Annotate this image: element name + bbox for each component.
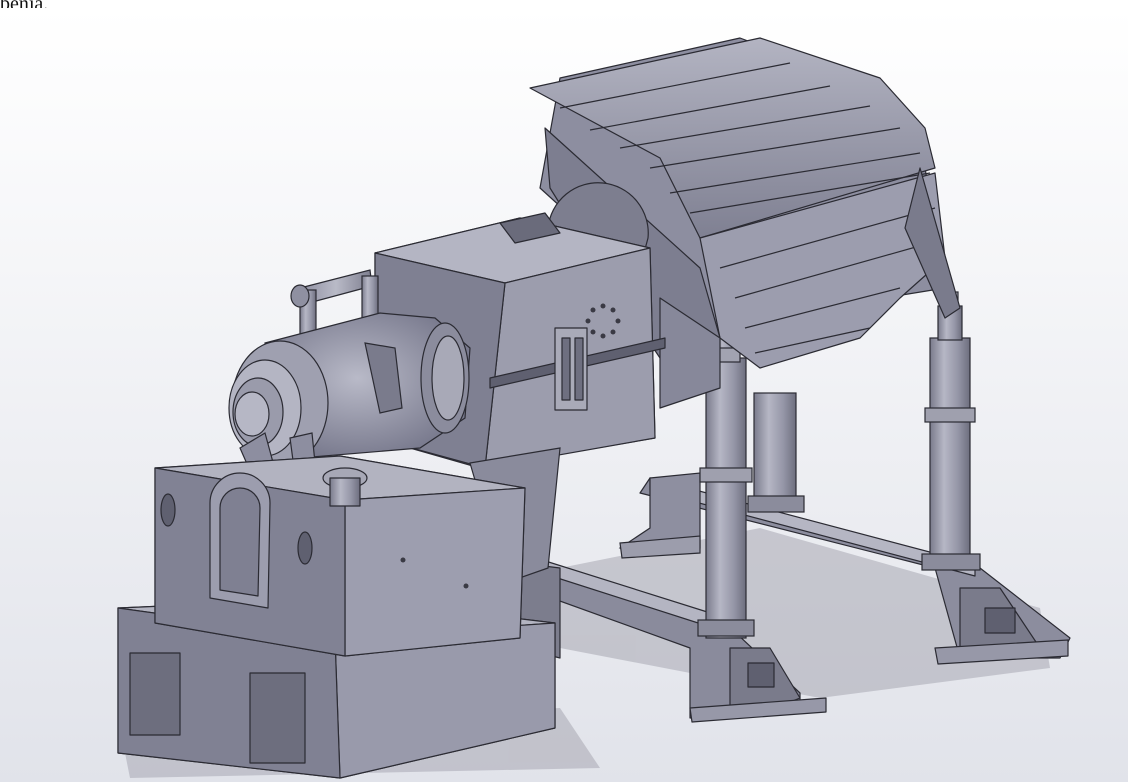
cad-viewport bbox=[0, 8, 1128, 782]
support-column-middle bbox=[747, 392, 805, 513]
support-column-rear bbox=[921, 291, 981, 571]
motor bbox=[228, 269, 471, 499]
base-foot-rear-left bbox=[618, 472, 701, 559]
control-cabinet bbox=[154, 455, 526, 657]
machine-render bbox=[0, 8, 1128, 782]
support-column-front bbox=[697, 325, 755, 639]
base-rail-front bbox=[509, 552, 827, 723]
